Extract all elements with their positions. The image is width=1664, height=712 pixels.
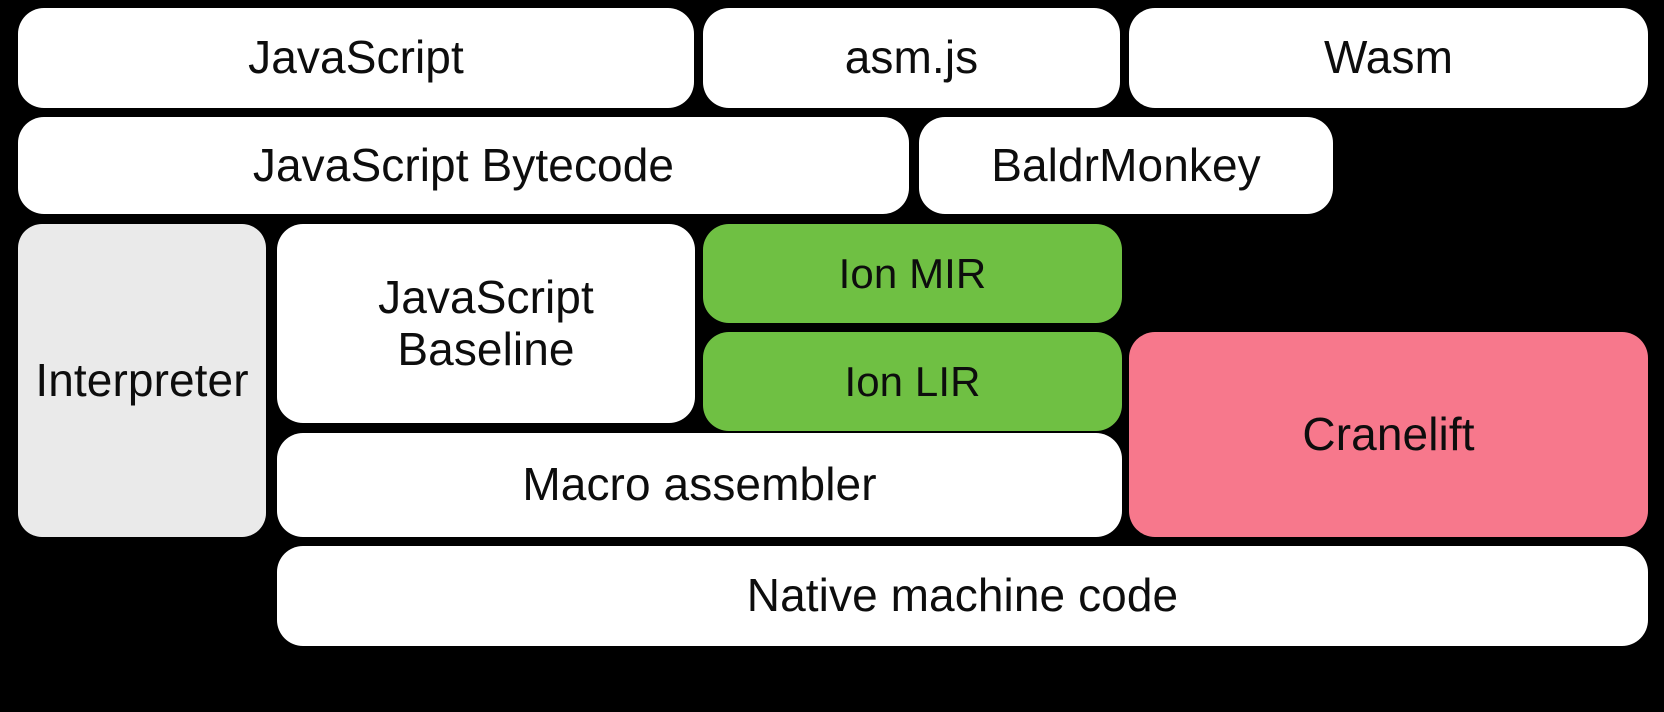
node-javascript-bytecode[interactable]: JavaScript Bytecode: [18, 117, 909, 214]
node-native-machine-code[interactable]: Native machine code: [277, 546, 1648, 646]
node-macro-assembler[interactable]: Macro assembler: [277, 433, 1122, 537]
node-ion-mir[interactable]: Ion MIR: [703, 224, 1122, 323]
node-baldrmonkey[interactable]: BaldrMonkey: [919, 117, 1333, 214]
node-javascript[interactable]: JavaScript: [18, 8, 694, 108]
node-cranelift[interactable]: Cranelift: [1129, 332, 1648, 537]
node-wasm[interactable]: Wasm: [1129, 8, 1648, 108]
node-ion-lir[interactable]: Ion LIR: [703, 332, 1122, 431]
node-javascript-baseline[interactable]: JavaScript Baseline: [277, 224, 695, 423]
node-interpreter[interactable]: Interpreter: [18, 224, 266, 537]
node-asm-js[interactable]: asm.js: [703, 8, 1120, 108]
